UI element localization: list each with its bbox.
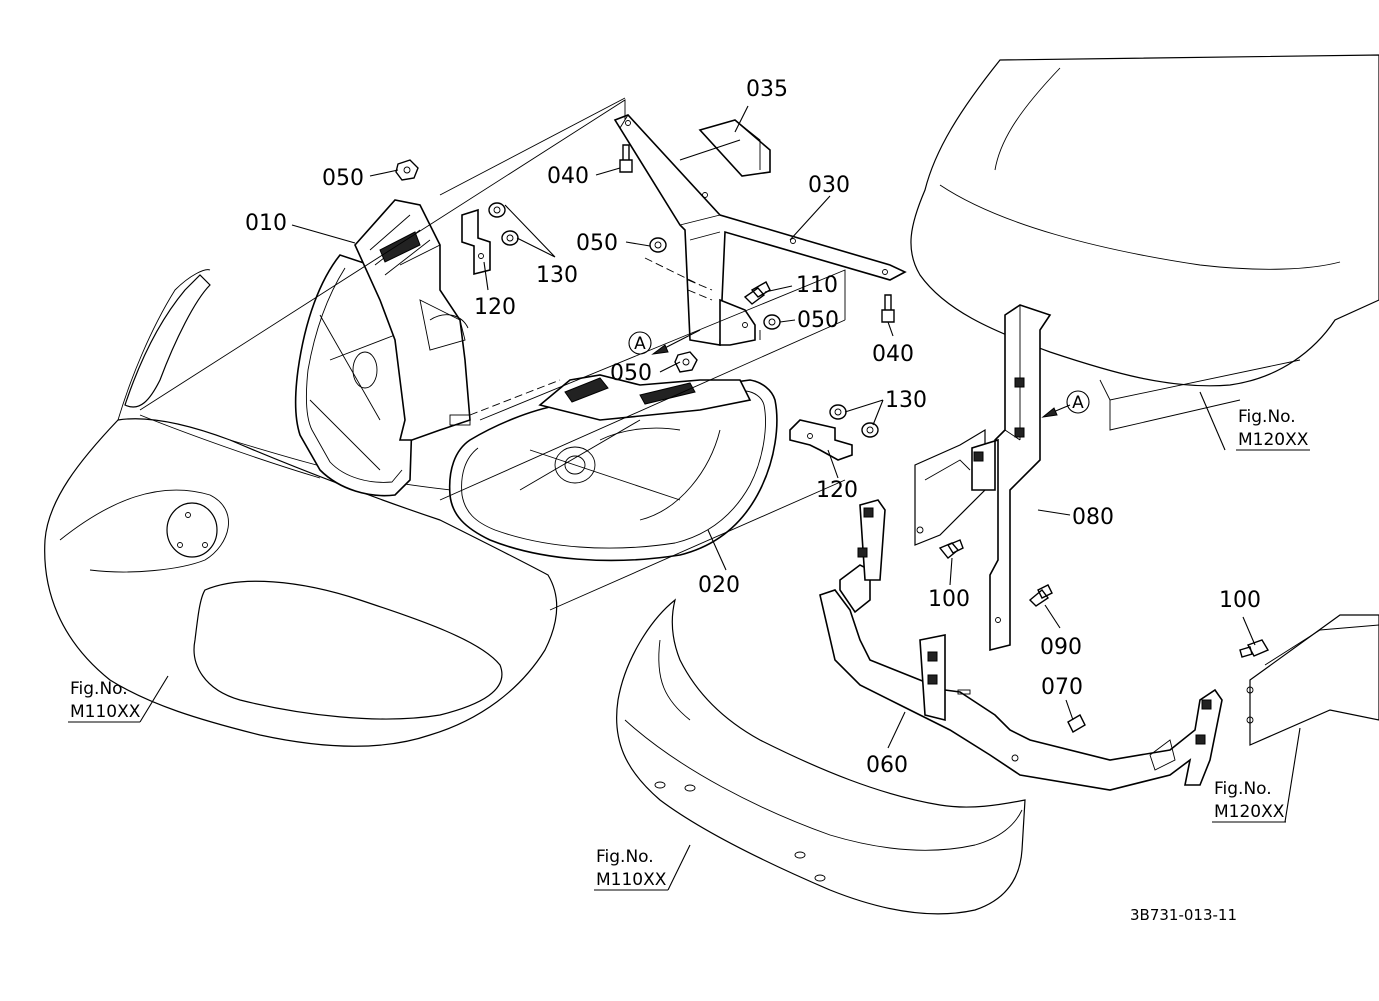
label-130-lower: 130: [885, 388, 927, 413]
fig-ref-top-right-line2: M120XX: [1238, 430, 1309, 450]
fig-ref-top-right-line1: Fig.No.: [1238, 407, 1296, 427]
lower-bumper: [616, 598, 1026, 915]
label-100-right: 100: [1219, 588, 1261, 613]
bolt-090: [1028, 584, 1053, 607]
label-035: 035: [746, 77, 788, 102]
label-050-top: 050: [322, 166, 364, 191]
bolt-040-top: [619, 144, 633, 173]
bracket-035: [698, 119, 771, 177]
nut-130-upper-a: [488, 202, 506, 218]
bracket-060: [819, 499, 1223, 791]
label-060: 060: [866, 753, 908, 778]
fig-ref-left-line1: Fig.No.: [70, 679, 128, 699]
bolt-040-right: [881, 294, 895, 323]
label-040-top: 040: [547, 164, 589, 189]
label-120-lower: 120: [816, 478, 858, 503]
label-050-mid: 050: [576, 231, 618, 256]
stay-030: [613, 114, 907, 346]
assembly-lines: [139, 97, 846, 611]
hood-outline: [910, 54, 1379, 431]
fig-ref-bottom-right-line2: M120XX: [1214, 802, 1285, 822]
nut-050-mid: [649, 237, 667, 253]
bolt-100-left: [938, 539, 964, 559]
label-030: 030: [808, 173, 850, 198]
right-side-panel: [1246, 614, 1379, 746]
bracket-080: [971, 304, 1052, 652]
label-130-upper: 130: [536, 263, 578, 288]
fig-ref-bottom-line2: M110XX: [596, 870, 667, 890]
callout-a-right-circle: [1066, 390, 1090, 414]
label-020: 020: [698, 573, 740, 598]
bolt-110: [743, 281, 771, 305]
bracket-120-upper: [461, 208, 491, 276]
nut-130-lower-a: [829, 404, 847, 420]
label-100-left: 100: [928, 587, 970, 612]
fig-ref-bottom-line1: Fig.No.: [596, 847, 654, 867]
label-110: 110: [796, 273, 838, 298]
callout-a-left: A: [634, 334, 646, 354]
front-grille: [44, 269, 558, 747]
bolt-100-right: [1239, 639, 1270, 658]
label-070: 070: [1041, 675, 1083, 700]
fig-ref-left-line2: M110XX: [70, 702, 141, 722]
nut-130-upper-b: [501, 230, 519, 246]
drawing-code: 3B731-013-11: [1130, 906, 1237, 924]
fig-ref-bottom-right-line1: Fig.No.: [1214, 779, 1272, 799]
headlight-right-020: [448, 374, 778, 562]
bracket-120-lower: [789, 419, 853, 461]
nut-050-top: [395, 159, 419, 181]
label-090: 090: [1040, 635, 1082, 660]
label-040-right: 040: [872, 342, 914, 367]
callout-a-right: A: [1072, 393, 1084, 413]
label-050-lower: 050: [610, 361, 652, 386]
nut-050-lower: [674, 351, 698, 373]
label-010: 010: [245, 211, 287, 236]
callout-a-left-circle: [628, 331, 652, 355]
bolt-070: [1067, 714, 1086, 733]
nut-130-lower-b: [861, 422, 879, 438]
label-080: 080: [1072, 505, 1114, 530]
label-120-upper: 120: [474, 295, 516, 320]
leader-lines: [68, 105, 1310, 891]
hardware: [395, 144, 1270, 733]
headlight-left-010: [294, 199, 471, 497]
label-050-right: 050: [797, 308, 839, 333]
nut-050-right: [763, 314, 781, 330]
